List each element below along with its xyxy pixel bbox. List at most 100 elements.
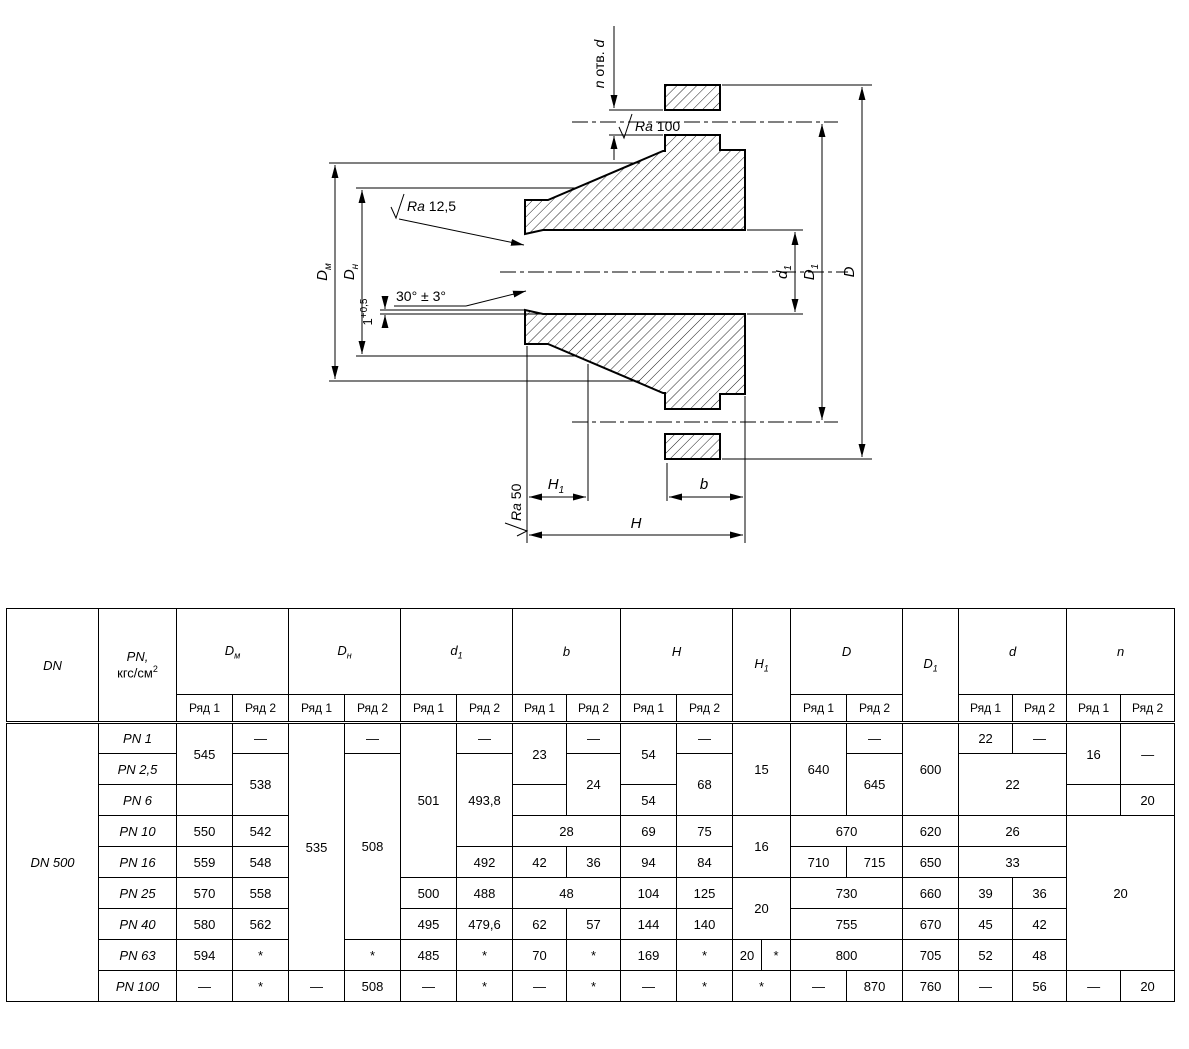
table-cell: 501 — [400, 722, 457, 878]
table-cell: * — [732, 970, 792, 1002]
col-header-h: H — [620, 608, 734, 695]
table-cell: — — [456, 722, 513, 754]
table-cell: 650 — [902, 846, 960, 878]
flange-rim-upper — [664, 84, 721, 111]
subheader-h-series1: Ряд 1 — [620, 694, 678, 724]
table-cell: 492 — [456, 846, 513, 878]
table-cell: PN 2,5 — [98, 753, 177, 785]
table-cell: * — [232, 970, 289, 1002]
table-cell: 755 — [790, 908, 904, 940]
table-cell: 24 — [565, 753, 622, 816]
subheader-d1-series2: Ряд 2 — [456, 694, 513, 724]
label-ra50: Ra 50 — [508, 483, 524, 521]
table-cell: 562 — [232, 908, 289, 940]
flange-body-upper — [524, 134, 746, 236]
col-header-d1: d1 — [400, 608, 513, 695]
table-cell: PN 1 — [98, 722, 177, 754]
table-cell: 70 — [512, 939, 567, 971]
subheader-dm-series1: Ряд 1 — [176, 694, 233, 724]
flange-drawing: D D1 d1 Dм Dн H H1 — [314, 26, 872, 543]
table-cell: 542 — [232, 815, 289, 847]
dimension-d1: d1 — [747, 229, 803, 315]
table-cell: 54 — [620, 722, 678, 785]
subheader-dsmall-series2: Ряд 2 — [1012, 694, 1068, 724]
table-cell: 20 — [732, 939, 763, 971]
label-ra125: Ra 12,5 — [407, 198, 456, 214]
table-cell: 500 — [400, 877, 457, 909]
dimension-table-area: DN PN,кгс/см2 Dм Dн d1 b H H1 D D1 d n Р… — [6, 608, 1189, 1002]
roughness-icon — [390, 193, 405, 220]
table-cell: 57 — [565, 908, 622, 940]
dim-label-H1: H1 — [548, 476, 564, 496]
table-cell: * — [456, 970, 513, 1002]
table-cell: 508 — [344, 753, 401, 940]
table-cell: 640 — [790, 722, 848, 816]
table-cell: PN 25 — [98, 877, 177, 909]
table-cell: 42 — [1012, 908, 1068, 940]
table-cell: 169 — [620, 939, 678, 971]
table-cell: * — [565, 970, 622, 1002]
table-cell: 20 — [1120, 970, 1176, 1002]
table-cell: 705 — [902, 939, 960, 971]
table-cell: PN 100 — [98, 970, 177, 1002]
table-cell: 493,8 — [456, 753, 513, 847]
dimension-H1: H1 — [529, 364, 589, 501]
table-cell: 62 — [512, 908, 567, 940]
subheader-n-series2: Ряд 2 — [1120, 694, 1176, 724]
label-n-holes-d: n отв. d — [591, 39, 607, 89]
dimension-H: H — [526, 346, 746, 543]
table-cell: — — [288, 970, 345, 1002]
table-cell: 26 — [958, 815, 1068, 847]
subheader-d1-series1: Ряд 1 — [400, 694, 457, 724]
table-cell: — — [1012, 722, 1068, 754]
table-cell: 715 — [846, 846, 904, 878]
table-cell: — — [512, 970, 567, 1002]
table-cell: 645 — [846, 753, 904, 816]
table-cell: PN 40 — [98, 908, 177, 940]
table-cell: 600 — [902, 722, 960, 816]
table-cell: 20 — [1120, 784, 1176, 816]
dim-label-b: b — [700, 476, 708, 493]
table-cell: PN 63 — [98, 939, 177, 971]
roughness-ra50: Ra 50 — [504, 483, 529, 537]
dimension-table: DN PN,кгс/см2 Dм Dн d1 b H H1 D D1 d n Р… — [6, 608, 1176, 1002]
table-cell: * — [344, 939, 401, 971]
table-cell: 23 — [512, 722, 567, 785]
subheader-dn-series1: Ряд 1 — [288, 694, 345, 724]
table-cell: — — [790, 970, 848, 1002]
roughness-ra100: Ra 100 — [618, 113, 680, 140]
col-header-d-small: d — [958, 608, 1068, 695]
table-cell: 48 — [511, 877, 622, 909]
subheader-dbig-series1: Ряд 1 — [790, 694, 848, 724]
table-cell: * — [676, 970, 734, 1002]
centerlines — [500, 121, 848, 423]
table-cell: 22 — [958, 722, 1014, 754]
table-cell: 558 — [232, 877, 289, 909]
table-cell: 33 — [958, 846, 1068, 878]
table-cell: 485 — [400, 939, 457, 971]
subheader-dbig-series2: Ряд 2 — [846, 694, 904, 724]
flange-drawing-area: D D1 d1 Dм Dн H H1 — [314, 26, 872, 543]
table-cell: 56 — [1012, 970, 1068, 1002]
table-cell: 20 — [732, 877, 792, 940]
table-cell: 39 — [958, 877, 1014, 909]
table-cell: — — [400, 970, 457, 1002]
table-cell: — — [1066, 970, 1122, 1002]
table-cell: * — [232, 939, 289, 971]
table-cell: 36 — [1012, 877, 1068, 909]
dim-label-D1: D1 — [801, 264, 821, 280]
roughness-icon — [504, 522, 529, 537]
table-cell: 48 — [1012, 939, 1068, 971]
table-cell — [1066, 784, 1122, 816]
table-cell: 16 — [1066, 722, 1122, 785]
table-cell: 580 — [176, 908, 233, 940]
table-cell: 660 — [902, 877, 960, 909]
table-cell: 548 — [232, 846, 289, 878]
col-header-b: b — [511, 608, 622, 695]
